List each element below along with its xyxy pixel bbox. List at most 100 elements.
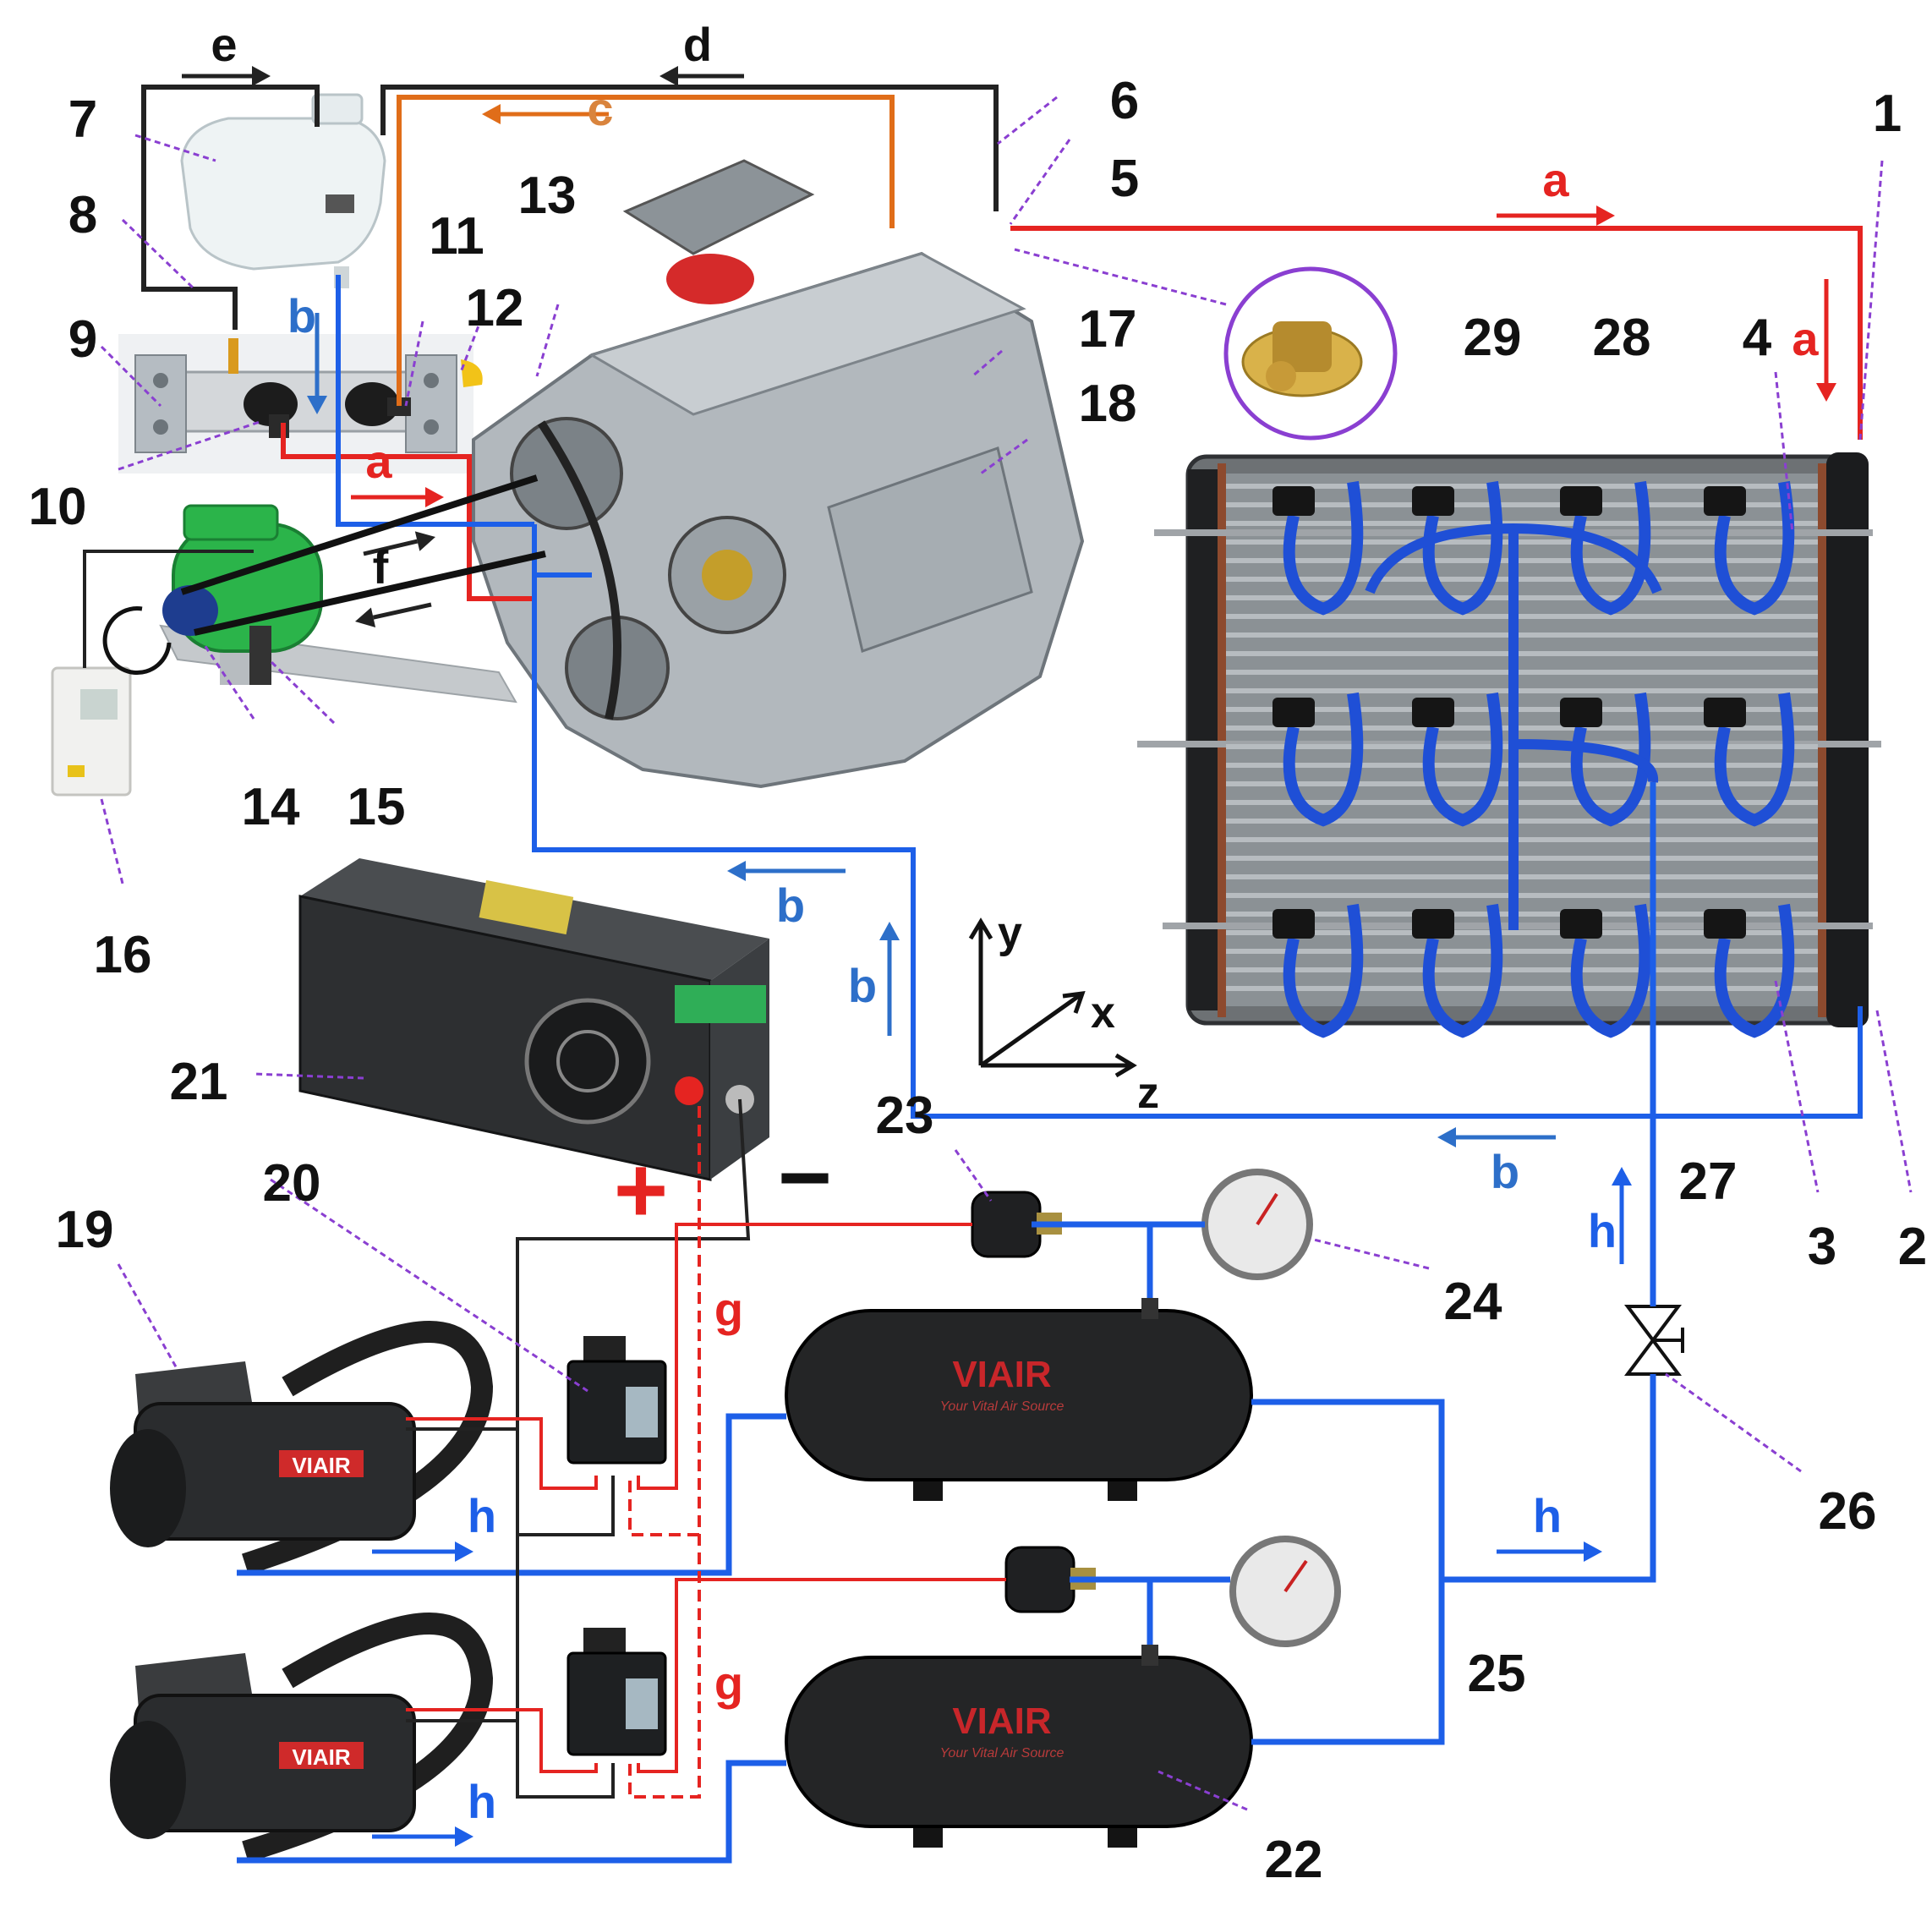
air-hose [1570, 692, 1651, 827]
label-3: 3 [1808, 1218, 1836, 1276]
label-16: 16 [94, 926, 152, 984]
air-hose [1422, 480, 1503, 616]
pressure-gauge-top [1201, 1169, 1313, 1280]
flow-h-right: h [1533, 1489, 1562, 1542]
flow-g-bottom: g [714, 1656, 743, 1710]
air-hose [1422, 692, 1503, 827]
flow-arrow-head [727, 861, 746, 881]
flow-c: c [587, 82, 613, 135]
air-nozzle [1412, 486, 1454, 516]
flow-h-bottom: h [468, 1775, 496, 1828]
label-1: 1 [1873, 85, 1902, 143]
label-9: 9 [68, 310, 97, 369]
leader-lines [100, 96, 1913, 1811]
tank-tagline-top: Your Vital Air Source [940, 1399, 1065, 1414]
air-hose [1283, 903, 1364, 1038]
air-nozzle [1412, 698, 1454, 727]
inverter-cable [83, 550, 254, 668]
label-23: 23 [876, 1087, 934, 1145]
axis-z-label: z [1137, 1069, 1159, 1118]
flow-e: e [211, 18, 237, 71]
air-tank-top [785, 1298, 1253, 1501]
axis-y-label: y [998, 908, 1022, 957]
flow-h-vertical: h [1588, 1204, 1617, 1257]
positive-terminal-label: + [614, 1138, 668, 1242]
drive-belt [180, 474, 546, 636]
air-hose [1570, 903, 1651, 1038]
tank-brand-top: VIAIR [952, 1354, 1051, 1395]
flow-arrow-shaft [372, 602, 432, 620]
coolant-manifold [118, 334, 483, 474]
flow-a-right: a [1792, 312, 1819, 365]
cold-coolant-line [336, 275, 1863, 1119]
label-7: 7 [68, 90, 97, 149]
air-nozzle [1272, 486, 1315, 516]
label-11: 11 [429, 207, 484, 266]
flow-arrow-shaft [363, 539, 419, 556]
flow-h-top: h [468, 1489, 496, 1542]
label-5: 5 [1110, 150, 1139, 208]
axis-x-label: x [1091, 988, 1115, 1038]
air-hose [1714, 480, 1795, 616]
flow-arrow-head [1816, 383, 1836, 402]
flow-a-top: a [1542, 153, 1569, 206]
air-hose [1422, 903, 1503, 1038]
flow-arrow-head [355, 607, 376, 627]
power-supply [298, 858, 769, 1181]
label-20: 20 [263, 1154, 321, 1213]
flow-arrow-head [252, 66, 271, 86]
label-6: 6 [1110, 72, 1139, 130]
flow-arrow-head [455, 1541, 473, 1562]
flow-b-mid: b [776, 879, 805, 932]
flow-arrow-head [1437, 1127, 1456, 1147]
label-12: 12 [466, 279, 524, 337]
air-nozzle [1272, 698, 1315, 727]
pressure-switch-top [971, 1191, 1062, 1258]
flow-b-vertical: b [848, 959, 877, 1012]
flow-a-left: a [365, 435, 392, 488]
air-nozzle [1560, 486, 1602, 516]
label-14: 14 [242, 778, 300, 836]
compressor-bottom [110, 1613, 494, 1863]
flow-arrow-head [1612, 1167, 1632, 1186]
ball-valve [1624, 1305, 1684, 1376]
air-hose [1570, 480, 1651, 616]
label-8: 8 [68, 186, 97, 244]
flow-arrow-head [307, 396, 327, 414]
compressor-top [110, 1321, 494, 1575]
flow-arrow-head [660, 66, 678, 86]
flow-d: d [683, 18, 712, 71]
label-26: 26 [1819, 1482, 1877, 1541]
air-hose [1283, 692, 1364, 827]
flow-arrow-head [879, 922, 900, 940]
label-28: 28 [1593, 309, 1651, 367]
label-4: 4 [1743, 309, 1772, 367]
flow-arrow-head [414, 531, 435, 551]
label-19: 19 [56, 1201, 114, 1259]
air-hose [1283, 480, 1364, 616]
label-10: 10 [29, 478, 87, 536]
signal-wiring [406, 1223, 1006, 1773]
drain-line [397, 95, 895, 406]
flow-f: f [373, 540, 389, 594]
flow-arrow-head [1584, 1541, 1602, 1562]
relay-bottom [566, 1628, 667, 1756]
motor-rotation-arrow [102, 606, 172, 676]
air-nozzle [1560, 909, 1602, 939]
air-hose-trunk [1365, 523, 1662, 930]
air-hose [1714, 692, 1795, 827]
air-nozzle [1560, 698, 1602, 727]
compressor-brand-top: VIAIR [292, 1453, 351, 1478]
label-2: 2 [1898, 1218, 1927, 1276]
supply-wiring-dashed [628, 1106, 701, 1799]
tank-brand-bottom: VIAIR [952, 1700, 1051, 1742]
hot-coolant-line [281, 226, 1863, 601]
label-21: 21 [170, 1053, 228, 1111]
air-nozzle [1704, 486, 1746, 516]
flow-b-bottom: b [1491, 1145, 1519, 1198]
valve-knob-11 [345, 382, 411, 426]
coordinate-axes [968, 917, 1137, 1078]
air-nozzle [1704, 698, 1746, 727]
label-17: 17 [1079, 300, 1137, 359]
